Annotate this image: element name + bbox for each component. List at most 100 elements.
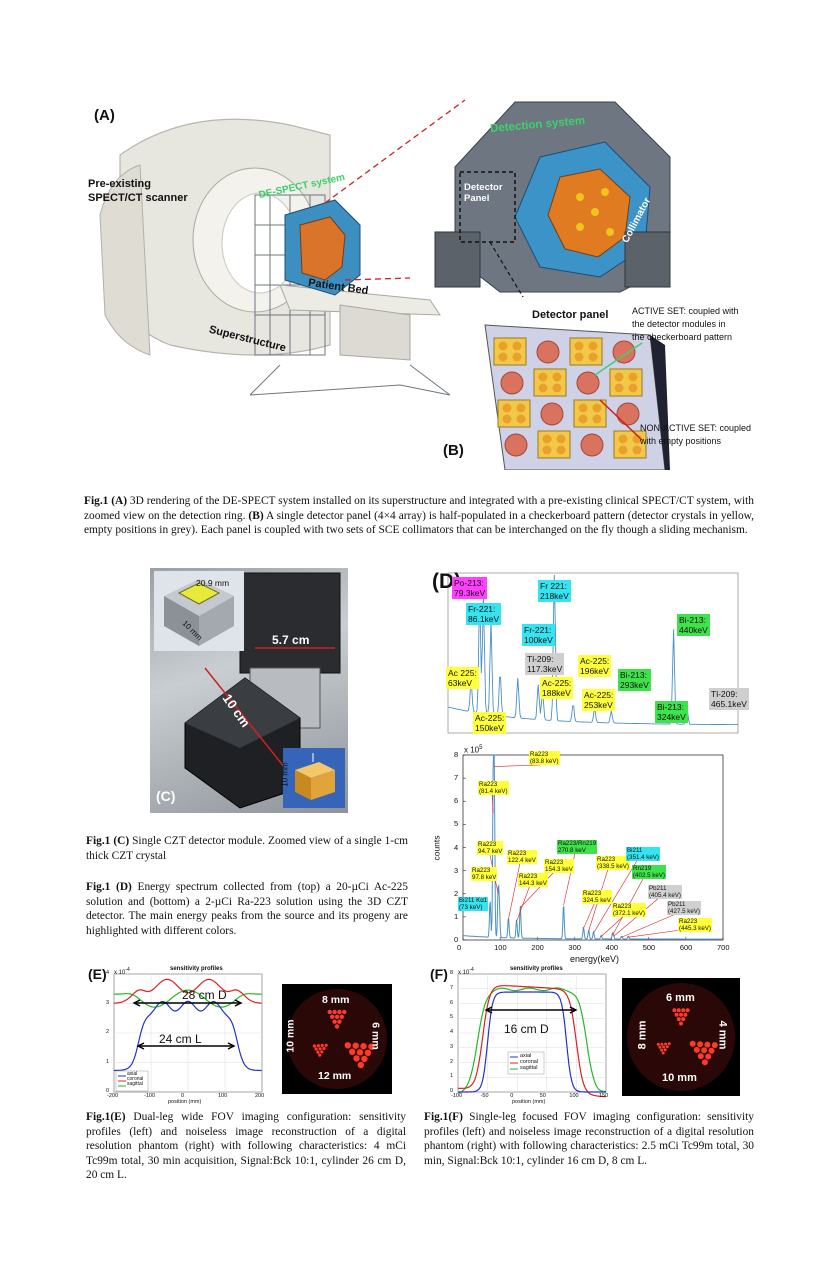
phantom-rod	[705, 1053, 712, 1060]
ylabel-counts: counts	[431, 835, 442, 861]
crystal-dot	[516, 403, 526, 413]
fig-e-title: sensitivity profiles	[170, 966, 223, 972]
caption-ab-fig: Fig.1	[84, 495, 109, 507]
phantom-rod	[368, 1043, 375, 1050]
crystal-single-inset: 10 mm	[281, 748, 345, 808]
ytick-label: 3	[106, 999, 110, 1006]
tag-ra223-338-5: Ra223 (338.5 keV)	[596, 856, 630, 871]
xtick-label: 600	[679, 943, 693, 952]
crystal-dot	[502, 414, 512, 424]
phantom-rod	[352, 1042, 359, 1049]
crystal-dot	[512, 352, 522, 362]
phantom-e: 8 mm 10 mm 6 mm 12 mm	[282, 984, 392, 1094]
phantom-rod	[322, 1046, 326, 1051]
xtick-label: 700	[717, 943, 730, 952]
tag-ra223-324-5: Ra223 324.5 keV	[582, 890, 612, 905]
active-cell	[613, 430, 647, 459]
tag-ra223-445-3: Ra223 (445.3 keV)	[678, 918, 712, 933]
figure-d-bottom: x 105 counts energy(keV) Ra223 (83.8 keV…	[430, 745, 740, 970]
ytick-label: 5	[450, 1014, 454, 1021]
single-crystal	[295, 753, 335, 800]
phantom-rod	[662, 1045, 666, 1049]
phantom-e-bottom: 12 mm	[318, 1070, 352, 1082]
caption-c-tag: (C)	[113, 835, 130, 847]
xtick-label: 100	[218, 1093, 228, 1099]
phantom-rod	[339, 1014, 344, 1019]
crystal-dot	[618, 445, 628, 455]
phantom-rod	[349, 1048, 356, 1055]
phantom-rod	[658, 1045, 662, 1049]
phantom-rod	[661, 1051, 665, 1055]
xtick-label: 100	[494, 943, 507, 952]
crystal-dot	[614, 383, 624, 393]
fig-b-label: (B)	[443, 442, 464, 459]
phantom-e-image	[287, 989, 387, 1089]
fig-f-label: (F)	[430, 966, 448, 982]
tag-rn219-402-5: Rn219 (402.5 keV)	[632, 865, 666, 880]
fig-e-d-label: 28 cm D	[182, 988, 227, 1002]
caption-c-text: Single CZT detector module. Zoomed view …	[86, 835, 408, 862]
ytick-label: 0	[106, 1088, 110, 1094]
fig-f-title: sensitivity profiles	[510, 966, 563, 972]
peak-arrow	[593, 858, 639, 934]
tag-bi211-k: Bi211 Kα1 (73 keV)	[458, 897, 489, 912]
fig-f-xlabel: position (mm)	[512, 1099, 546, 1105]
caption-b-text: A single detector panel (4×4 array) is h…	[84, 509, 754, 537]
phantom-e-left: 10 mm	[284, 1019, 297, 1053]
empty-cell	[616, 402, 640, 426]
figure-c-photo: 20.9 mm 10 mm 5.7 cm 10 cm 10 mm (C)	[150, 568, 348, 813]
crystal-dot	[516, 414, 526, 424]
tag-ra223-83-8: Ra223 (83.8 keV)	[529, 751, 560, 766]
caption-e: Fig.1(E) Dual-leg wide FOV imaging confi…	[86, 1110, 406, 1183]
phantom-f-top: 6 mm	[666, 992, 695, 1004]
crystal-dot	[538, 383, 548, 393]
crystal-dot	[578, 403, 588, 413]
xtick-label: 150	[599, 1093, 609, 1099]
xtick-label: 400	[605, 943, 619, 952]
fig-f-legend: axial coronal sagittal	[520, 1053, 538, 1071]
phantom-rod	[316, 1050, 320, 1054]
phantom-rod	[660, 1042, 664, 1046]
crystal-dot	[628, 372, 638, 382]
ytick-label: 1	[450, 1073, 454, 1080]
ytick-label: 8	[454, 750, 459, 759]
xtick-label: 0	[181, 1093, 185, 1099]
tag-ra223-270-8: Ra223/Rn219 270.8 keV	[557, 840, 598, 855]
ytick-label: 1	[106, 1058, 110, 1065]
phantom-rod	[327, 1009, 332, 1015]
caption-d-text: Energy spectrum collected from (top) a 2…	[86, 881, 408, 937]
tag-bi213-440: Bi-213: 440keV	[677, 614, 710, 636]
tag-fr221-100: Fr-221: 100keV	[522, 624, 555, 646]
empty-cell	[504, 433, 528, 457]
xlabel-energy: energy(keV)	[570, 954, 620, 964]
sensitivity-plot-e	[113, 973, 263, 1093]
phantom-rod	[676, 1008, 681, 1013]
dim-5-7cm: 5.7 cm	[272, 633, 310, 647]
crystal-dot	[538, 372, 548, 382]
legend-sagittal: sagittal	[127, 1081, 143, 1087]
phantom-rod	[681, 1008, 686, 1013]
crystal-dot	[552, 372, 562, 382]
tag-ra223-97-8: Ra223 97.8 keV	[471, 867, 498, 882]
phantom-rod	[334, 1024, 340, 1029]
phantom-rod	[334, 1014, 340, 1019]
ytick-label: 3	[450, 1043, 454, 1050]
non-active-set-label: NON-ACTIVE SET: coupled with empty posit…	[640, 423, 752, 446]
xtick-label: 50	[539, 1093, 546, 1099]
active-cell	[569, 337, 603, 366]
crystal-dot	[588, 341, 598, 351]
dim-20-9mm: 20.9 mm	[196, 578, 230, 588]
tag-bi213-324: Bi-213: 324keV	[655, 701, 688, 723]
crystal-dot	[592, 403, 602, 413]
phantom-rod	[674, 1012, 679, 1017]
ytick-label: 8	[450, 970, 454, 976]
phantom-rod	[353, 1055, 360, 1062]
fig-f-exp: x 10-4	[458, 967, 474, 976]
caption-d-fig: Fig.1	[86, 881, 111, 893]
legend-coronal: coronal	[127, 1076, 144, 1082]
ytick-label: 3	[454, 865, 459, 875]
crystal-dot	[618, 434, 628, 444]
detector-panel-grid	[484, 324, 670, 470]
caption-ab: Fig.1 (A) 3D rendering of the DE-SPECT s…	[84, 494, 754, 538]
ytick-label: 2	[450, 1058, 454, 1065]
